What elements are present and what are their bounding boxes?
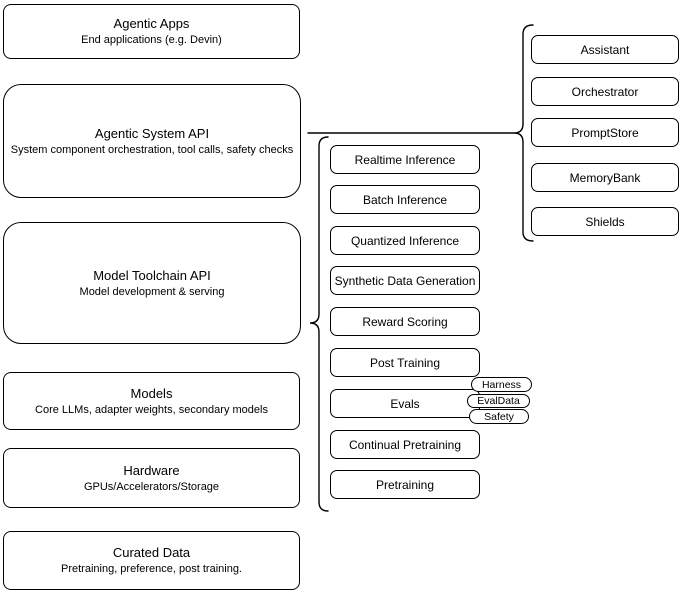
node-batch-inference: Batch Inference [330,185,480,214]
node-orchestrator: Orchestrator [531,77,679,106]
node-evals: Evals [330,389,480,418]
node-post-training: Post Training [330,348,480,377]
node-realtime-inference: Realtime Inference [330,145,480,174]
node-label: Evals [390,396,420,411]
node-pretraining: Pretraining [330,470,480,499]
node-title: Model Toolchain API [93,267,211,283]
node-subtitle: Pretraining, preference, post training. [61,563,242,575]
toolchain-brace [309,136,329,512]
node-quantized-inference: Quantized Inference [330,226,480,255]
node-label: Continual Pretraining [348,437,462,452]
node-label: Quantized Inference [350,233,460,248]
node-continual-pretraining: Continual Pretraining [330,430,480,459]
node-agentic-system-api: Agentic System API System component orche… [3,84,301,198]
node-reward-scoring: Reward Scoring [330,307,480,336]
node-subtitle: Core LLMs, adapter weights, secondary mo… [35,403,268,416]
pill-evaldata: EvalData [467,394,530,408]
node-subtitle: Model development & serving [79,285,225,298]
node-subtitle: End applications (e.g. Devin) [81,34,222,46]
node-label: Pretraining [375,477,435,492]
node-title: Models [130,385,173,401]
node-label: Shields [585,214,625,229]
node-label: PromptStore [571,125,639,140]
pill-label: Harness [481,378,522,391]
node-synthetic-data-generation: Synthetic Data Generation [330,266,480,295]
node-memorybank: MemoryBank [531,163,679,192]
pill-label: Safety [484,410,514,423]
node-title: Curated Data [112,545,191,560]
node-title: Hardware [123,462,180,478]
node-label: Reward Scoring [362,314,448,329]
node-title: Agentic System API [94,125,210,141]
node-assistant: Assistant [531,35,679,64]
node-promptstore: PromptStore [531,118,679,147]
node-shields: Shields [531,207,679,236]
node-title: Agentic Apps [113,16,190,31]
node-label: Realtime Inference [354,152,456,167]
pill-harness: Harness [471,377,532,392]
node-label: Orchestrator [571,84,639,99]
node-subtitle: System component orchestration, tool cal… [10,143,294,156]
node-subtitle: GPUs/Accelerators/Storage [83,480,220,493]
pill-safety: Safety [469,409,529,424]
node-label: Assistant [580,42,630,57]
node-label: Batch Inference [362,192,448,207]
node-label: MemoryBank [569,170,641,185]
pill-label: EvalData [477,395,520,407]
node-label: Synthetic Data Generation [334,273,476,288]
node-label: Post Training [369,355,441,370]
node-model-toolchain-api: Model Toolchain API Model development & s… [3,222,301,344]
